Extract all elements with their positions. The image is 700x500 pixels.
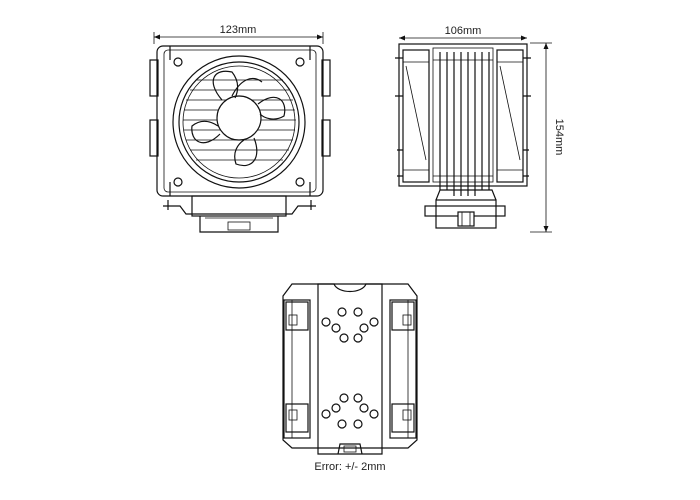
front-heatsink [149,45,331,197]
bottom-view: Error: +/- 2mm [282,283,418,473]
side-height-dimension [530,42,552,233]
front-fan [172,55,306,189]
front-view: 123mm [149,24,331,233]
front-width-label: 123mm [220,24,257,36]
error-tolerance-label: Error: +/- 2mm [314,461,385,473]
side-base [424,189,506,229]
side-width-dimension [399,35,527,41]
bottom-mounting-holes [321,307,379,429]
bottom-frame [282,283,418,449]
front-mounting-bracket [163,195,316,233]
front-width-dimension [153,32,324,44]
bottom-base-plate [317,283,383,455]
side-heatsink [395,43,531,196]
side-height-label: 154mm [553,119,565,156]
side-view: 106mm 154mm [395,25,565,233]
side-width-label: 106mm [445,25,482,37]
